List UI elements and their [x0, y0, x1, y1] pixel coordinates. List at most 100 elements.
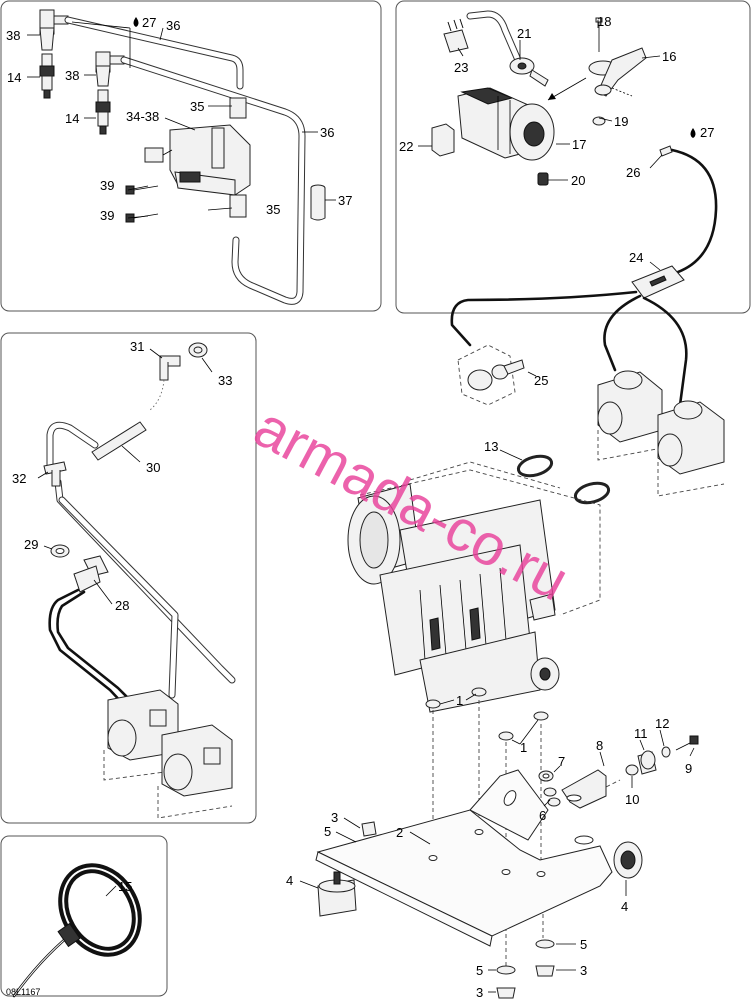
callout-30: 30	[146, 460, 160, 475]
ignition-section: 38 14 38 14 27 36 35 34-38 39 39 35 36 3…	[6, 9, 352, 305]
sleeve-11	[637, 750, 657, 775]
figure-code: 08L1167	[6, 987, 40, 997]
bushing-7	[538, 770, 554, 782]
callout-4-right: 4	[621, 899, 628, 914]
screw-26	[659, 145, 673, 157]
callout-25: 25	[534, 373, 548, 388]
carburetor-section: 31 33 30 32 29 28	[12, 339, 236, 819]
cable-splitter-24	[631, 265, 685, 299]
screw-9	[675, 735, 699, 751]
callout-32: 32	[12, 471, 26, 486]
callout-22: 22	[399, 139, 413, 154]
carburetor-upper-right	[657, 400, 725, 497]
throttle-panel-frame	[395, 0, 751, 314]
callout-36-top: 36	[166, 18, 180, 33]
callout-5-upper: 5	[324, 824, 331, 839]
callout-34-38: 34-38	[126, 109, 159, 124]
sensor-cable	[48, 588, 142, 724]
nut-3-lower-left	[496, 987, 516, 999]
callout-14-left: 14	[7, 70, 21, 85]
sleeve-37	[310, 184, 326, 221]
callout-18: 18	[597, 14, 611, 29]
callout-16: 16	[662, 49, 676, 64]
ignition-panel-frame	[0, 0, 382, 312]
clamp-13-upper	[516, 454, 554, 478]
connector-23	[443, 18, 469, 53]
callout-37: 37	[338, 193, 352, 208]
strap-15	[57, 863, 142, 957]
cap-33	[188, 342, 208, 358]
nut-3-lower-right	[535, 965, 555, 977]
washer-12	[661, 746, 671, 758]
callout-1-lower: 1	[520, 740, 527, 755]
callout-5-right: 5	[580, 937, 587, 952]
washer-5-lower-left	[496, 965, 516, 975]
oil-drop-icon	[690, 128, 696, 138]
clamp-13-lower	[573, 481, 611, 505]
callout-28: 28	[115, 598, 129, 613]
oil-pump	[457, 344, 525, 406]
callout-38-left: 38	[6, 28, 20, 43]
carburetor-left-lower	[103, 689, 181, 781]
throttle-housing-17	[457, 87, 555, 161]
throttle-section: 21 23 18 16 19 27 22 17 20 26 24	[399, 10, 718, 407]
carburetor-right-lower	[157, 724, 233, 819]
engine-plate-2	[315, 769, 613, 947]
spark-plug-right	[95, 89, 111, 135]
carburetor-panel-frame	[0, 332, 257, 824]
spark-plug-cap-left	[39, 9, 69, 51]
cable-to-carb-1	[603, 294, 642, 372]
callout-21: 21	[517, 26, 531, 41]
washer-5-lower-right	[535, 939, 555, 949]
callout-31: 31	[130, 339, 144, 354]
callout-3-left: 3	[476, 985, 483, 1000]
main-assembly: 25 13	[286, 344, 725, 1000]
ignition-coil	[144, 97, 251, 218]
rubber-mount-4-left	[317, 871, 357, 917]
callout-38-right: 38	[65, 68, 79, 83]
throttle-lever-16	[588, 47, 647, 97]
fitting-31	[159, 355, 181, 381]
spacer-10	[625, 764, 639, 776]
callout-1-upper: 1	[456, 693, 463, 708]
rubber-mount-4-right	[613, 841, 643, 879]
callout-36-right: 36	[320, 125, 334, 140]
callout-26: 26	[626, 165, 640, 180]
callout-8: 8	[596, 738, 603, 753]
callout-12: 12	[655, 716, 669, 731]
inset-panel-frame	[0, 835, 168, 997]
callout-39-lower: 39	[100, 208, 114, 223]
callout-11: 11	[634, 726, 648, 741]
spark-plug-cap-right	[95, 51, 125, 87]
callout-24: 24	[629, 250, 643, 265]
callout-27-right: 27	[700, 125, 714, 140]
callout-7: 7	[558, 754, 565, 769]
callout-20: 20	[571, 173, 585, 188]
callout-6: 6	[539, 808, 546, 823]
tube-30	[91, 421, 147, 461]
cable-to-oil-pump	[450, 290, 638, 347]
bushing-6	[543, 787, 561, 807]
inset-section: 15	[12, 863, 142, 998]
callout-39-upper: 39	[100, 178, 114, 193]
callout-5-left: 5	[476, 963, 483, 978]
cable-end-21	[509, 57, 549, 87]
cable-to-carb-2	[642, 296, 688, 407]
callout-14-right: 14	[65, 111, 79, 126]
tee-fitting-32	[43, 461, 67, 487]
callout-9: 9	[685, 761, 692, 776]
callout-35-top: 35	[190, 99, 204, 114]
callout-19: 19	[614, 114, 628, 129]
spark-plug-left	[39, 53, 55, 99]
callout-2: 2	[396, 825, 403, 840]
callout-23: 23	[454, 60, 468, 75]
washer-1-a	[425, 699, 441, 709]
callout-17: 17	[572, 137, 586, 152]
callout-27-left: 27	[142, 15, 156, 30]
callout-4-left: 4	[286, 873, 293, 888]
callout-3-right: 3	[580, 963, 587, 978]
callout-33: 33	[218, 373, 232, 388]
callout-3-upper: 3	[331, 810, 338, 825]
bolt-18	[595, 17, 603, 52]
